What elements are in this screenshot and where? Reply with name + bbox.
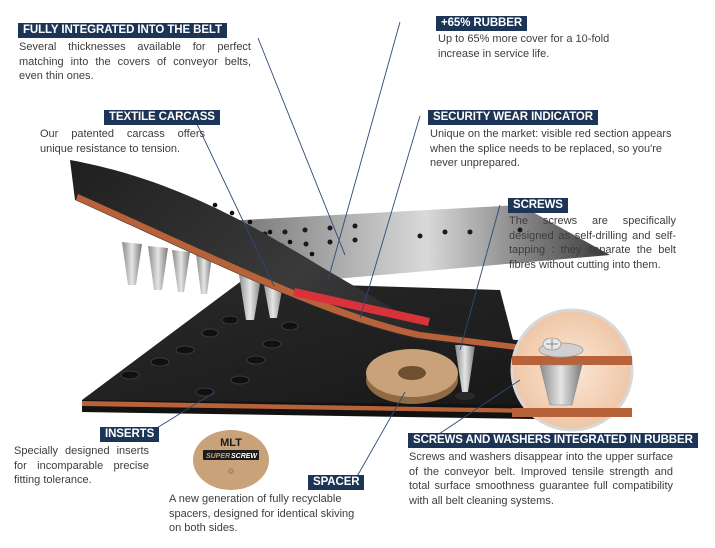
leader-screws xyxy=(459,204,501,351)
screw-cluster-left xyxy=(122,242,284,320)
label-textile-carcass: TEXTILE CARCASS xyxy=(104,110,220,125)
screw-right xyxy=(455,345,475,400)
leader-wear xyxy=(359,115,421,319)
label-rubber: +65% RUBBER xyxy=(436,16,528,31)
label-screws-washers: SCREWS AND WASHERS INTEGRATED IN RUBBER xyxy=(408,433,698,448)
logo-product-b: SCREW xyxy=(231,453,258,460)
label-inserts: INSERTS xyxy=(100,427,160,442)
leader-belt xyxy=(257,37,346,256)
superscrew-logo: MLT SUPER SCREW ♲ xyxy=(193,430,269,490)
text-screws-washers: Screws and washers disappear into the up… xyxy=(409,451,673,507)
recycle-icon: ♲ xyxy=(227,467,234,476)
leader-rubber xyxy=(327,21,401,281)
text-screws: The screws are specifically designed as … xyxy=(509,215,676,271)
text-wear-indicator: Unique on the market: visible red sectio… xyxy=(430,128,672,169)
leader-integrated xyxy=(429,379,521,441)
text-fully-integrated: Several thicknesses available for perfec… xyxy=(19,41,251,82)
text-spacer: A new generation of fully recyclable spa… xyxy=(169,493,355,534)
leader-spacer xyxy=(354,391,406,481)
text-inserts: Specially designed inserts for incompara… xyxy=(14,445,149,486)
leader-carcass xyxy=(195,121,275,287)
top-belt xyxy=(70,160,620,362)
spacer-disc xyxy=(366,349,458,404)
detail-magnifier xyxy=(510,308,634,432)
text-textile-carcass: Our patented carcass offers unique resis… xyxy=(40,128,205,155)
logo-brand: MLT xyxy=(220,437,242,449)
leader-inserts xyxy=(151,391,216,432)
leader-lines xyxy=(151,21,521,481)
label-wear-indicator: SECURITY WEAR INDICATOR xyxy=(428,110,598,125)
label-screws: SCREWS xyxy=(508,198,568,213)
logo-product-a: SUPER xyxy=(206,453,230,460)
label-spacer: SPACER xyxy=(308,475,365,490)
label-fully-integrated: FULLY INTEGRATED INTO THE BELT xyxy=(18,23,227,38)
text-rubber: Up to 65% more cover for a 10-fold incre… xyxy=(438,33,610,60)
